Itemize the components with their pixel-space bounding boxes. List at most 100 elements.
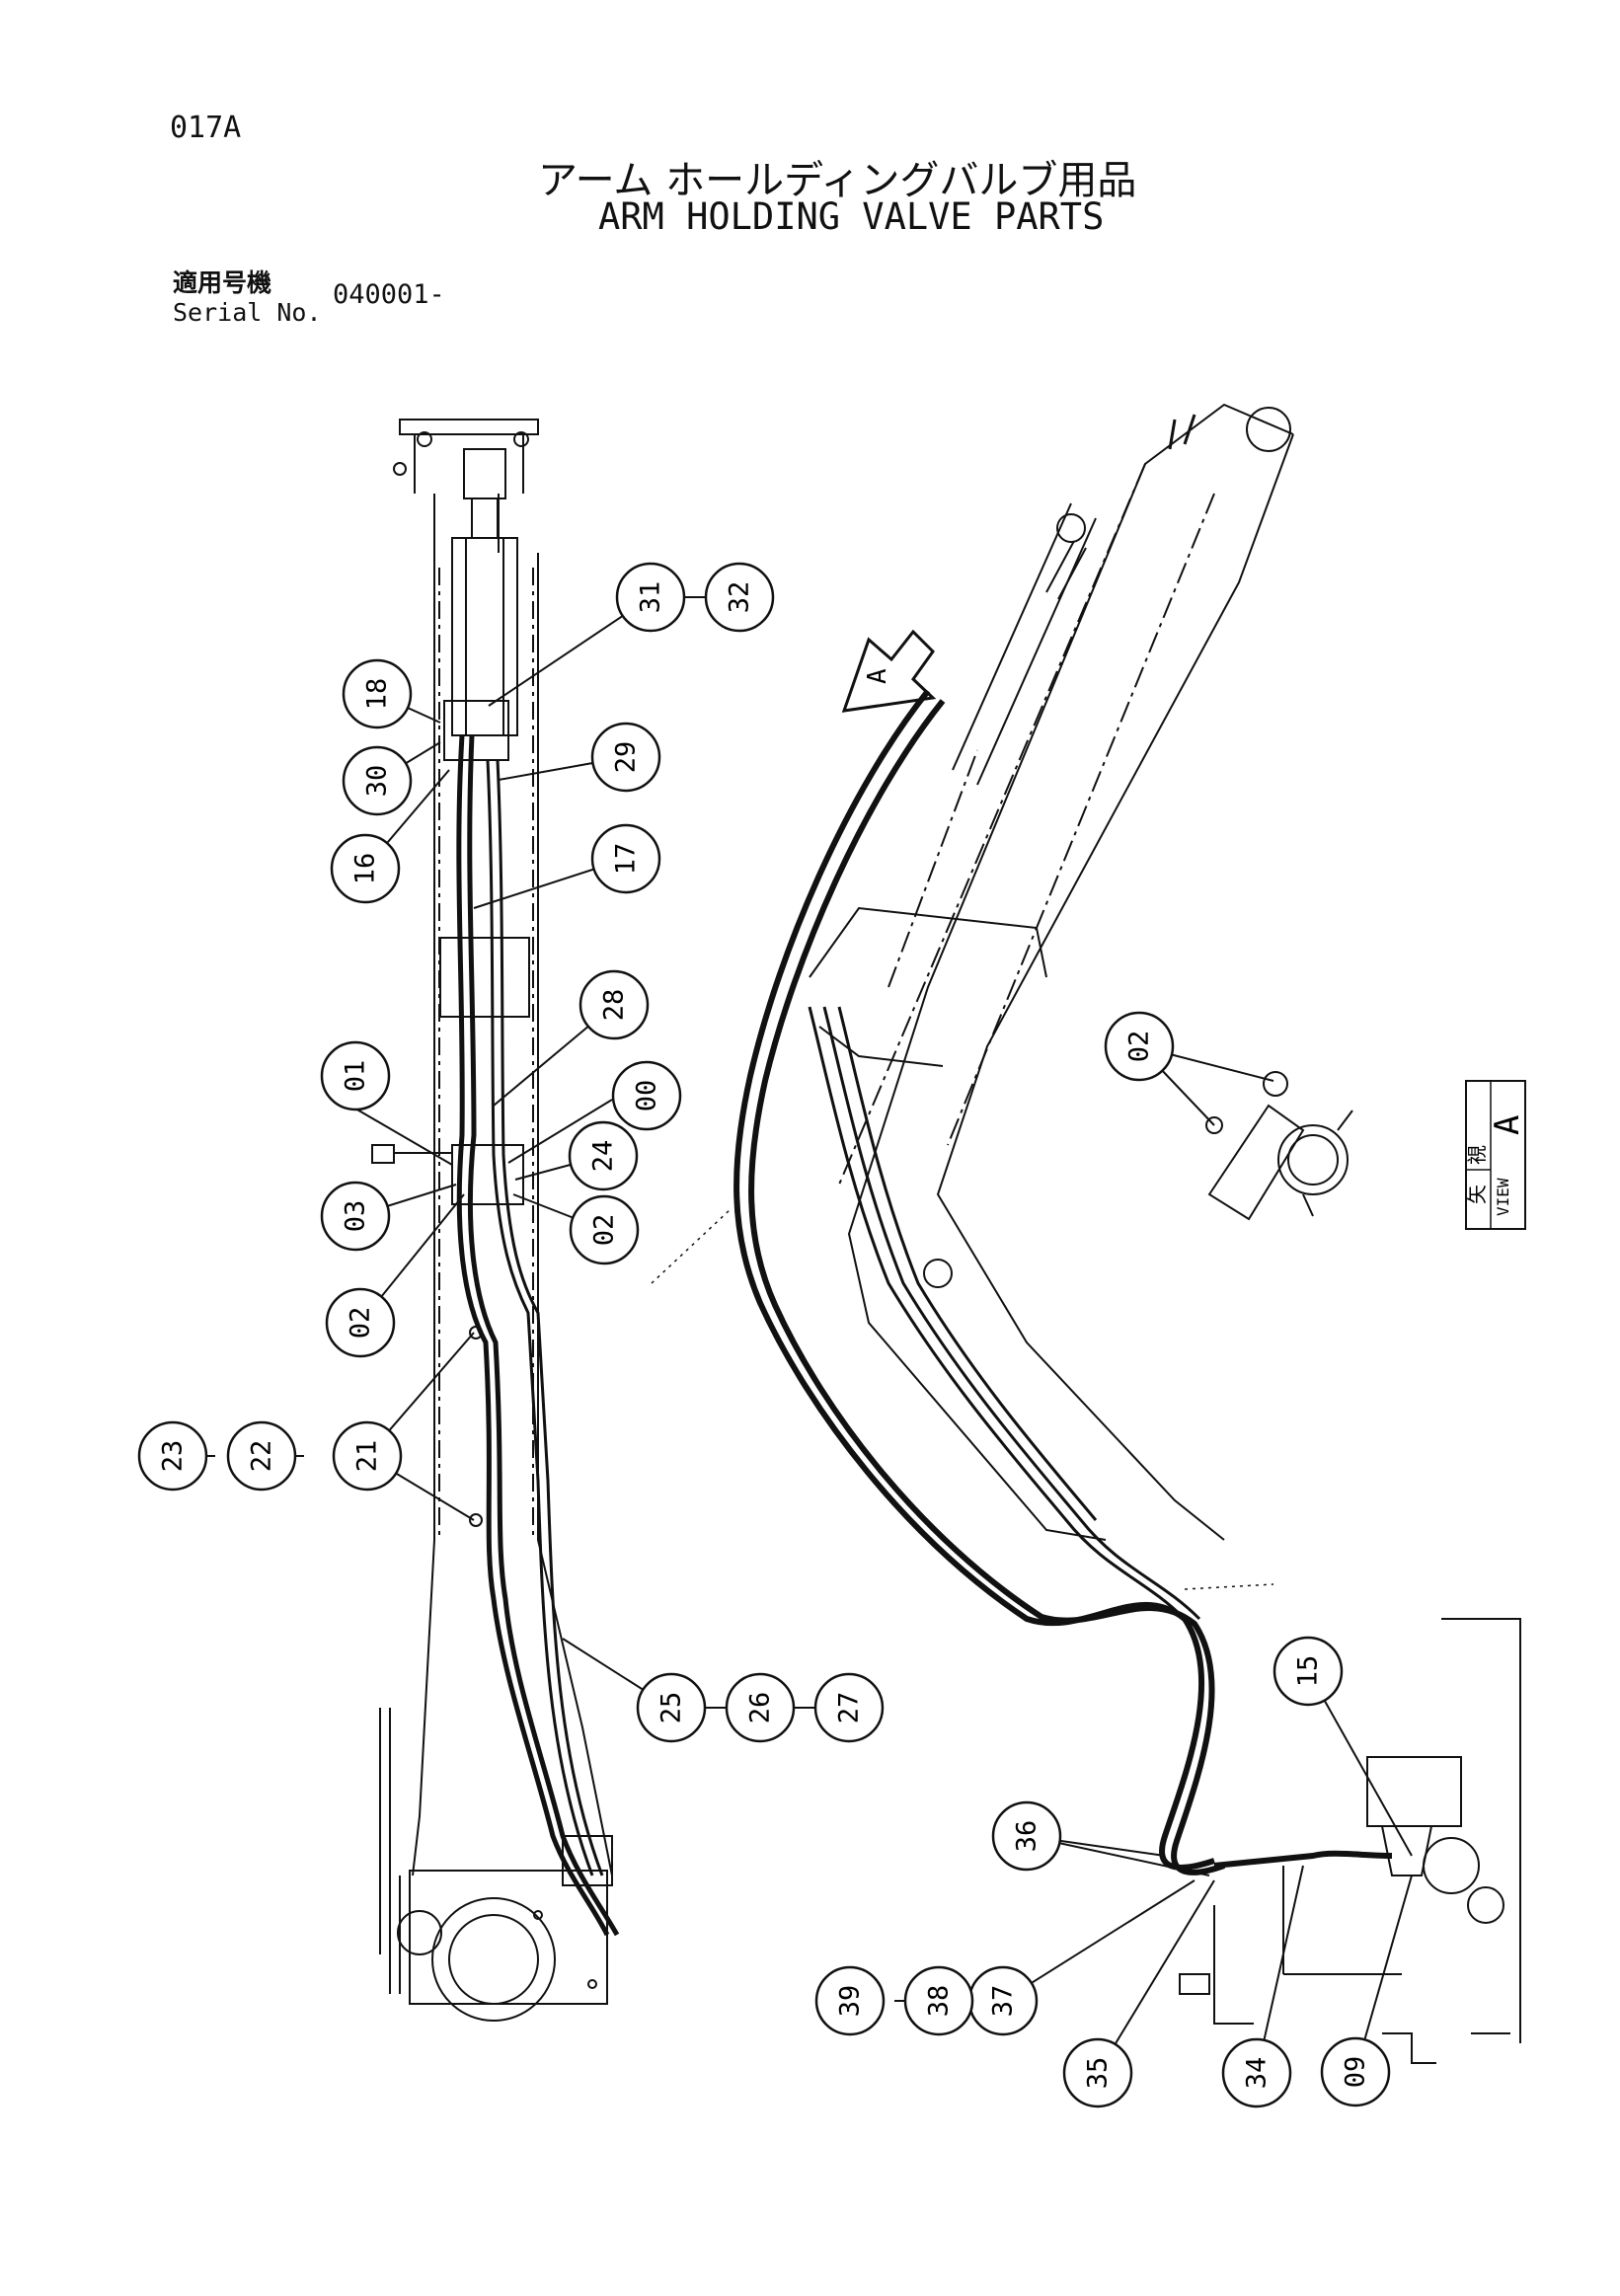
callout-circle (1320, 2036, 1391, 2107)
callout-circle (615, 562, 686, 633)
callout-02: 02 (325, 1287, 396, 1358)
callout-circle (342, 745, 413, 816)
callout-circle (320, 1181, 391, 1252)
callout-label: 39 (835, 1985, 866, 2018)
callout-31: 31 (615, 562, 686, 633)
callout-label: 32 (725, 581, 755, 614)
callout-16: 16 (330, 833, 401, 904)
view-arrow-letter: A (863, 668, 892, 684)
view-box-en: VIEW (1494, 1178, 1512, 1216)
view-box-letter: A (1488, 1115, 1527, 1135)
callout-circle (332, 1420, 403, 1492)
callout-label: 24 (588, 1140, 619, 1173)
callout-label: 29 (611, 741, 642, 774)
callout-circle (579, 969, 650, 1040)
serial-label-english: Serial No. (173, 298, 322, 327)
callout-32: 32 (704, 562, 775, 633)
callout-label: 02 (346, 1307, 376, 1339)
callout-circle (1104, 1011, 1175, 1082)
callout-circle (137, 1420, 208, 1492)
callout-37: 37 (967, 1965, 1039, 2036)
callout-35: 35 (1062, 2037, 1133, 2108)
serial-label-japanese: 適用号機 (173, 268, 272, 297)
serial-number-value: 040001- (333, 279, 445, 310)
callout-01: 01 (320, 1040, 391, 1111)
callout-circle (611, 1060, 682, 1131)
callout-label: 21 (352, 1440, 383, 1473)
callout-39: 39 (814, 1965, 886, 2036)
callout-label: 27 (834, 1692, 865, 1724)
callout-label: 03 (341, 1200, 371, 1233)
view-a-box (1465, 1080, 1526, 1230)
callout-label: 01 (341, 1060, 371, 1093)
callout-34: 34 (1221, 2037, 1292, 2108)
callout-18: 18 (342, 658, 413, 729)
callout-label: 00 (632, 1080, 662, 1112)
callout-00: 00 (611, 1060, 682, 1131)
callout-circle (568, 1120, 639, 1191)
callout-21: 21 (332, 1420, 403, 1492)
callout-02: 02 (569, 1194, 640, 1265)
callout-label: 26 (745, 1692, 776, 1724)
callout-25: 25 (636, 1672, 707, 1743)
callout-label: 35 (1083, 2057, 1114, 2090)
callout-09: 09 (1320, 2036, 1391, 2107)
callout-30: 30 (342, 745, 413, 816)
callout-circle (590, 722, 661, 793)
callout-circle (330, 833, 401, 904)
callout-label: 18 (362, 678, 393, 711)
callout-23: 23 (137, 1420, 208, 1492)
callout-circle (903, 1965, 974, 2036)
callout-36: 36 (991, 1800, 1062, 1872)
callout-label: 02 (1124, 1031, 1155, 1063)
callout-15: 15 (1273, 1636, 1344, 1707)
callout-38: 38 (903, 1965, 974, 2036)
bubble-connectors (194, 596, 1003, 2002)
callout-label: 09 (1341, 2056, 1371, 2089)
callout-circle (325, 1287, 396, 1358)
callout-circle (636, 1672, 707, 1743)
arm-side-view (733, 403, 1521, 2064)
callout-circle (320, 1040, 391, 1111)
callout-label: 15 (1293, 1655, 1324, 1688)
callout-label: 31 (636, 581, 666, 614)
callout-26: 26 (725, 1672, 796, 1743)
callout-label: 17 (611, 843, 642, 876)
callout-circle (1221, 2037, 1292, 2108)
callout-circle (704, 562, 775, 633)
title-english: ARM HOLDING VALVE PARTS (598, 195, 1105, 238)
detail-part-02 (1205, 1071, 1353, 1221)
callout-27: 27 (813, 1672, 885, 1743)
callout-label: 34 (1242, 2057, 1273, 2090)
callout-02: 02 (1104, 1011, 1175, 1082)
callout-28: 28 (579, 969, 650, 1040)
callout-circle (342, 658, 413, 729)
title-japanese: アーム ホールディングバルブ用品 (538, 158, 1137, 203)
callout-circle (725, 1672, 796, 1743)
page-code: 017A (170, 111, 242, 145)
callout-label: 36 (1012, 1820, 1042, 1853)
callout-29: 29 (590, 722, 661, 793)
callout-label: 30 (362, 765, 393, 798)
callout-circle (569, 1194, 640, 1265)
callout-24: 24 (568, 1120, 639, 1191)
callout-label: 28 (599, 989, 630, 1022)
callout-circle (991, 1800, 1062, 1872)
callout-circle (226, 1420, 297, 1492)
callout-circle (813, 1672, 885, 1743)
callout-label: 02 (589, 1214, 620, 1247)
leader-lines (354, 596, 1413, 2074)
arm-top-view (371, 419, 620, 2022)
callout-circle (814, 1965, 886, 2036)
callout-circle (590, 823, 661, 894)
view-box-jp-1: 矢 (1465, 1185, 1489, 1204)
view-box-jp-2: 視 (1465, 1145, 1489, 1165)
callout-label: 16 (350, 853, 381, 885)
callout-22: 22 (226, 1420, 297, 1492)
callout-label: 37 (988, 1985, 1019, 2018)
callout-label: 25 (656, 1692, 687, 1724)
callout-03: 03 (320, 1181, 391, 1252)
callout-circle (1062, 2037, 1133, 2108)
